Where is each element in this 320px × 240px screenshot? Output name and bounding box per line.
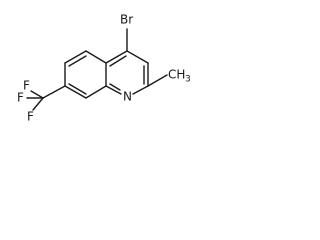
bromine-label: Br (120, 13, 133, 27)
fluorine-bottom-label: F (27, 110, 34, 124)
methyl-subscript: 3 (185, 75, 191, 85)
bond-c7-c8 (64, 85, 87, 99)
bond-c2-n1 (132, 85, 149, 95)
bond-c8-c8a (85, 85, 107, 99)
atom-labels: Br N F F F CH 3 (17, 13, 191, 124)
methyl-label: CH (168, 68, 185, 82)
bond-n1-c8a (105, 85, 122, 95)
bond-c8a-n1-inner (109, 83, 121, 91)
bonds (26, 28, 168, 111)
bond-c4-c3 (126, 50, 149, 64)
bond-c5-c6 (64, 50, 87, 64)
fluorine-top-label: F (23, 79, 30, 93)
bond-c4a-c4-inner (109, 55, 127, 67)
fluorine-left-label: F (17, 91, 24, 105)
nitrogen-label: N (123, 90, 132, 104)
bond-c4a-c5 (85, 50, 107, 64)
bond-c7-c8-inner (68, 83, 87, 95)
bond-c7-cf3 (42, 85, 66, 99)
bond-c5-c6-inner (68, 55, 87, 67)
chemical-structure: Br N F F F CH 3 (17, 13, 191, 124)
bond-cf3-f-bottom (32, 97, 44, 111)
bond-c2-methyl (147, 74, 168, 87)
bond-c4a-c4 (105, 50, 128, 64)
bond-cf3-f-top (30, 90, 44, 99)
